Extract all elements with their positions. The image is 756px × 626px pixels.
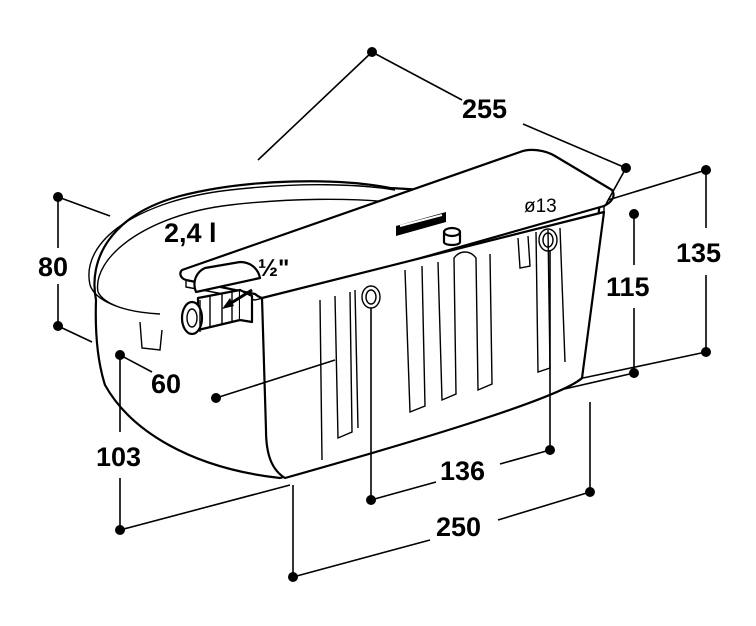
drinking-bowl-body [88,148,615,480]
screw-cap [442,226,462,247]
capacity-label: 2,4 l [164,218,217,248]
cover-plate-edge [185,206,605,301]
dim-label-250: 250 [436,512,481,542]
dim-label-135: 135 [676,238,721,268]
annotation-labels: 2,4 l ½" ø13 [164,196,557,282]
brand-logo [396,212,446,236]
thread-arrow [222,288,253,309]
dim-label-103: 103 [96,442,141,472]
dimension-lines [53,47,711,582]
dim-label-80: 80 [38,252,68,282]
inlet-fitting [139,260,262,351]
bowl-rim [88,184,396,293]
thread-size-label: ½" [258,255,289,282]
dim-label-136: 136 [440,456,485,486]
hole-diameter-label: ø13 [524,196,557,217]
dimension-labels: 255 135 115 80 60 103 136 250 [38,94,721,542]
housing-ribs [319,227,566,461]
valve-housing [260,210,606,480]
dim-label-255: 255 [462,94,507,124]
dim-label-60: 60 [151,369,181,399]
rim-lower-edge [89,284,161,315]
dim-label-115: 115 [606,272,650,302]
